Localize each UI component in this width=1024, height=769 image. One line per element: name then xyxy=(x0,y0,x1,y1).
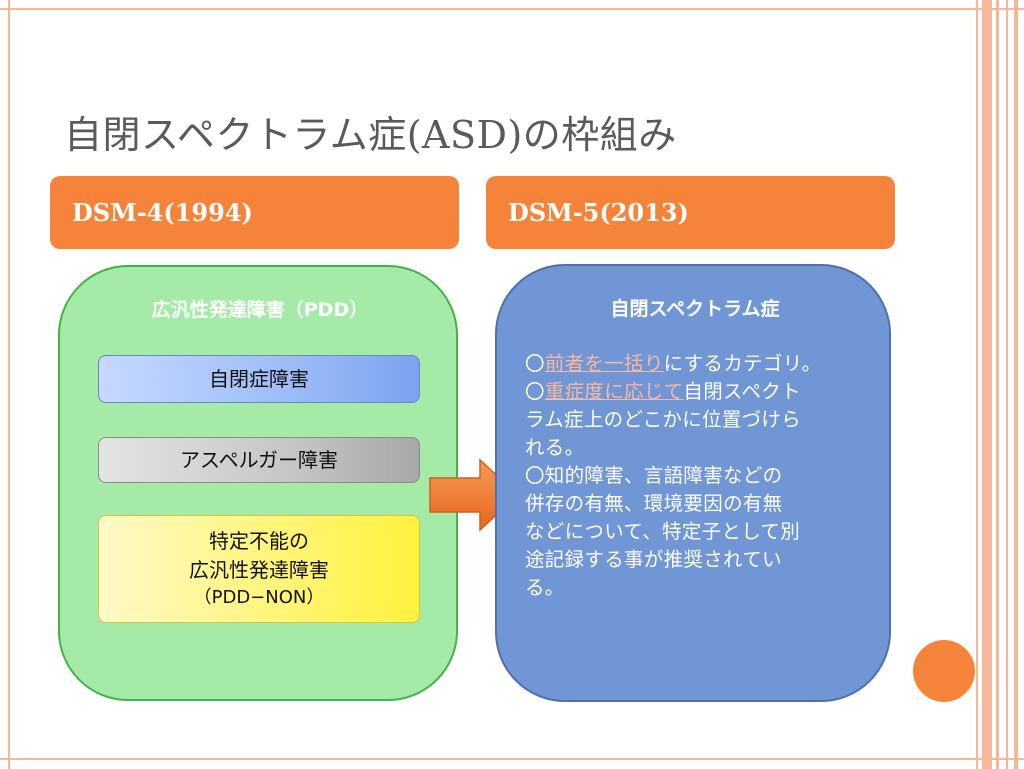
box-autistic-disorder: 自閉症障害 xyxy=(98,355,420,403)
frame-line-left xyxy=(8,0,10,769)
frame-line-bottom xyxy=(0,758,1024,760)
orange-circle-icon xyxy=(913,640,975,702)
asd-text-line: ラム症上のどこかに位置づけら xyxy=(525,408,802,431)
box-pdd-nos-line2: 広汎性発達障害 xyxy=(189,557,329,582)
asd-link-by-severity[interactable]: 重症度に応じて xyxy=(544,380,684,403)
box-autistic-disorder-label: 自閉症障害 xyxy=(209,366,309,391)
header-dsm5: DSM-5(2013) xyxy=(486,176,895,249)
header-dsm4: DSM-4(1994) xyxy=(50,176,459,249)
frame-line-top xyxy=(0,8,1024,10)
decorative-side-bars xyxy=(976,0,1024,769)
box-asperger-disorder-label: アスペルガー障害 xyxy=(180,447,338,472)
panel-asd: 自閉スペクトラム症 〇前者を一括りにするカテゴリ。 〇重症度に応じて自閉スペクト… xyxy=(495,264,891,702)
box-pdd-nos: 特定不能の 広汎性発達障害 （PDD−NON） xyxy=(98,515,420,623)
box-asperger-disorder: アスペルガー障害 xyxy=(98,437,420,483)
asd-text-line: れる。 xyxy=(525,436,585,459)
panel-pdd-title: 広汎性発達障害（PDD） xyxy=(151,299,369,321)
asd-text-line: 併存の有無、環境要因の有無 xyxy=(525,492,783,515)
asd-link-lump-together[interactable]: 前者を一括り xyxy=(544,352,664,375)
panel-asd-body: 〇前者を一括りにするカテゴリ。 〇重症度に応じて自閉スペクト ラム症上のどこかに… xyxy=(525,350,881,602)
asd-text-line: 〇重症度に応じて自閉スペクト xyxy=(525,380,801,403)
box-pdd-nos-line3: （PDD−NON） xyxy=(193,586,325,608)
box-pdd-nos-line1: 特定不能の xyxy=(209,528,309,553)
asd-text-line: る。 xyxy=(525,576,565,599)
asd-text-line: 〇前者を一括りにするカテゴリ。 xyxy=(525,352,822,375)
panel-asd-title: 自閉スペクトラム症 xyxy=(610,298,780,320)
asd-text-line: などについて、特定子として別 xyxy=(525,520,801,543)
slide-title: 自閉スペクトラム症(ASD)の枠組み xyxy=(64,113,677,157)
panel-pdd: 広汎性発達障害（PDD） 自閉症障害 アスペルガー障害 特定不能の 広汎性発達障… xyxy=(58,265,458,701)
asd-text-line: 途記録する事が推奨されてい xyxy=(525,548,782,571)
asd-text-line: 〇知的障害、言語障害などの xyxy=(525,464,783,487)
